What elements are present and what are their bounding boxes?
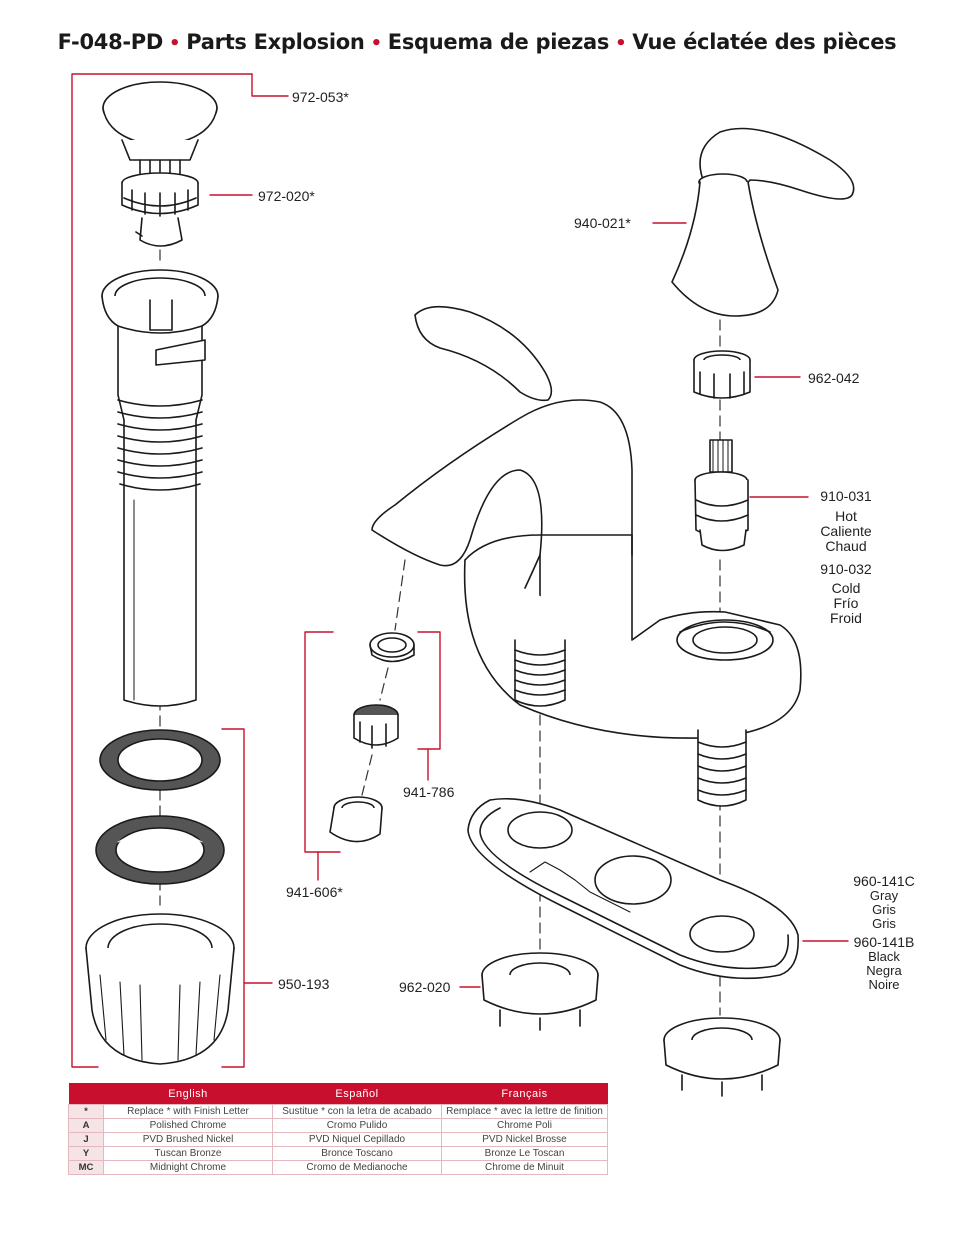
- bonnet-nut-962-042: [693, 350, 751, 399]
- finish-code: J: [68, 1132, 104, 1147]
- finish-table-header: English Español Français: [68, 1083, 608, 1105]
- table-row: * Replace * with Finish Letter Sustitue …: [68, 1104, 608, 1119]
- callout-960-141B: 960-141B: [853, 934, 915, 950]
- finish-french: Chrome de Minuit: [441, 1160, 608, 1175]
- aerator-941-786: [353, 632, 415, 749]
- finish-table-header-french: Français: [441, 1083, 608, 1105]
- callout-941-786: 941-786: [403, 784, 455, 800]
- label-gray-en: Gray: [869, 888, 899, 903]
- page-title: F-048-PD•Parts Explosion•Esquema de piez…: [0, 30, 954, 54]
- finish-code: MC: [68, 1160, 104, 1175]
- finish-spanish: Cromo Pulido: [272, 1118, 442, 1133]
- finish-english: Midnight Chrome: [103, 1160, 273, 1175]
- callout-962-020: 962-020: [399, 979, 451, 995]
- finish-code: A: [68, 1118, 104, 1133]
- callout-910-032: 910-032: [820, 561, 872, 577]
- finish-table-header-english: English: [103, 1083, 273, 1105]
- threaded-shanks: [514, 639, 747, 807]
- callout-941-606: 941-606*: [286, 884, 343, 900]
- table-row: MC Midnight Chrome Cromo de Medianoche C…: [68, 1160, 608, 1175]
- finish-spanish: Cromo de Medianoche: [272, 1160, 442, 1175]
- label-hot-en: Hot: [835, 508, 857, 524]
- title-separator-1: •: [169, 33, 181, 54]
- callout-972-053: 972-053*: [292, 89, 349, 105]
- finish-french: Bronze Le Toscan: [441, 1146, 608, 1161]
- table-row: J PVD Brushed Nickel PVD Niquel Cepillad…: [68, 1132, 608, 1147]
- gasket-set-950-193: [85, 729, 235, 1065]
- table-row: A Polished Chrome Cromo Pulido Chrome Po…: [68, 1118, 608, 1133]
- finish-english: Tuscan Bronze: [103, 1146, 273, 1161]
- title-spanish: Esquema de piezas: [387, 30, 610, 54]
- mounting-nut-962-020-right: [663, 1017, 781, 1097]
- finish-code: Y: [68, 1146, 104, 1161]
- title-separator-2: •: [370, 33, 383, 54]
- label-hot-es: Caliente: [820, 523, 872, 539]
- handle-940-021: [671, 127, 855, 317]
- callout-940-021: 940-021*: [574, 215, 631, 231]
- callout-950-193: 950-193: [278, 976, 330, 992]
- popup-cap-972-053: [102, 81, 218, 183]
- finish-english: Replace * with Finish Letter: [103, 1104, 273, 1119]
- drain-body: [101, 269, 219, 707]
- finish-table-header-spanish: Español: [272, 1083, 442, 1105]
- finish-english: PVD Brushed Nickel: [103, 1132, 273, 1147]
- finish-spanish: Bronce Toscano: [272, 1146, 442, 1161]
- label-gray-fr: Gris: [872, 916, 896, 931]
- callout-962-042: 962-042: [808, 370, 860, 386]
- label-gray-es: Gris: [872, 902, 896, 917]
- finish-code: *: [68, 1104, 104, 1119]
- label-hot-fr: Chaud: [825, 538, 867, 554]
- callout-910-031-group: 910-031 Hot Caliente Chaud 910-032 Cold …: [808, 489, 884, 626]
- label-cold-en: Cold: [831, 580, 861, 596]
- finish-spanish: PVD Niquel Cepillado: [272, 1132, 442, 1147]
- label-black-es: Negra: [866, 963, 902, 978]
- finish-english: Polished Chrome: [103, 1118, 273, 1133]
- callout-910-031: 910-031: [820, 488, 872, 504]
- cartridge-910-031: [694, 439, 749, 552]
- finish-table: English Español Français * Replace * wit…: [68, 1083, 608, 1175]
- aerator-housing-941-606: [329, 796, 383, 843]
- table-row: Y Tuscan Bronze Bronce Toscano Bronze Le…: [68, 1146, 608, 1161]
- callout-960-141C: 960-141C: [853, 873, 915, 889]
- label-black-en: Black: [868, 949, 900, 964]
- label-cold-fr: Froid: [830, 610, 862, 626]
- deck-plate-960-141: [467, 797, 799, 980]
- title-english: Parts Explosion: [186, 30, 365, 54]
- title-separator-3: •: [615, 33, 627, 54]
- finish-french: PVD Nickel Brosse: [441, 1132, 608, 1147]
- popup-body-972-020: [121, 172, 199, 247]
- finish-french: Chrome Poli: [441, 1118, 608, 1133]
- model-number: F-048-PD: [57, 30, 164, 54]
- callout-972-020: 972-020*: [258, 188, 315, 204]
- finish-spanish: Sustitue * con la letra de acabado: [272, 1104, 442, 1119]
- callout-leaders: [71, 73, 849, 1068]
- title-french: Vue éclatée des pièces: [632, 30, 897, 54]
- finish-french: Remplace * avec la lettre de finition: [441, 1104, 608, 1119]
- label-black-fr: Noire: [868, 977, 900, 992]
- callout-960-141-group: 960-141C Gray Gris Gris 960-141B Black N…: [848, 874, 920, 992]
- mounting-nut-962-020-left: [481, 952, 599, 1031]
- finish-table-header-code: [68, 1083, 104, 1105]
- label-cold-es: Frío: [833, 595, 859, 611]
